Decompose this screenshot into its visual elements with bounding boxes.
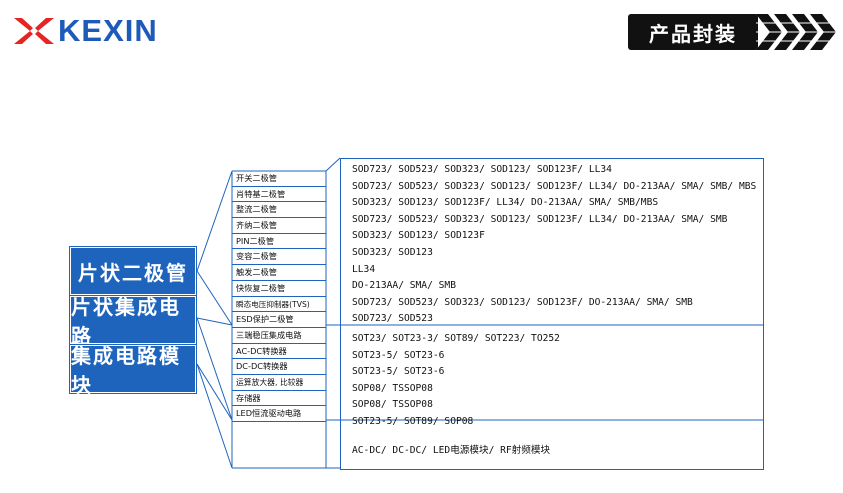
product-name: DC-DC转换器	[232, 359, 326, 375]
package-box	[340, 158, 764, 470]
product-name: 开关二极管	[232, 171, 326, 187]
package-entry: SOD723/ SOD523	[352, 313, 433, 325]
category-chip-ic: 片状集成电路	[71, 295, 195, 348]
module-package-entry: AC-DC/ DC-DC/ LED电源模块/ RF射频模块	[352, 445, 551, 456]
package-entry: SOD723/ SOD523/ SOD323/ SOD123/ SOD123F/…	[352, 164, 612, 175]
package-entry: SOP08/ TSSOP08	[352, 399, 433, 411]
category-chip-diode: 片状二极管	[71, 248, 195, 294]
product-name-list: 开关二极管 肖特基二极管 整流二极管 齐纳二极管 PIN二极管 变容二极管 触发…	[232, 171, 326, 422]
product-name: 变容二极管	[232, 249, 326, 266]
category-frame-3	[69, 344, 197, 394]
package-entry: SOD323/ SOD123	[352, 246, 433, 258]
product-name: 齐纳二极管	[232, 218, 326, 234]
kexin-logo: KEXIN	[14, 13, 158, 48]
package-entry: SOP08/ TSSOP08	[352, 382, 433, 394]
product-name: 三端稳压集成电路	[232, 328, 326, 344]
package-entry: SOT23-5/ SOT23-6	[352, 366, 445, 378]
package-entry: LL34	[352, 263, 376, 275]
chevrons-decoration-icon	[756, 14, 836, 50]
kexin-x-icon	[14, 18, 54, 44]
package-entry: SOD723/ SOD523/ SOD323/ SOD123/ SOD123F/…	[352, 180, 757, 192]
section-title-badge: 产品封装	[628, 14, 758, 50]
product-name: ESD保护二极管	[232, 312, 326, 328]
product-name: AC-DC转换器	[232, 344, 326, 360]
product-name: 瞬态电压抑制器(TVS)	[232, 297, 326, 313]
package-entry: SOD723/ SOD523/ SOD323/ SOD123/ SOD123F/…	[352, 296, 693, 308]
product-name: 快恢复二极管	[232, 281, 326, 297]
package-entry: SOD723/ SOD523/ SOD323/ SOD123/ SOD123F/…	[352, 213, 728, 225]
package-entry: DO-213AA/ SMA/ SMB	[352, 280, 456, 292]
product-name: 整流二极管	[232, 202, 326, 219]
package-entry: SOT23-5/ SOT89/ SOP08	[352, 415, 474, 427]
product-name: LED恒流驱动电路	[232, 406, 326, 422]
package-entry: SOD323/ SOD123/ SOD123F/ LL34/ DO-213AA/…	[352, 197, 659, 209]
product-name: 肖特基二极管	[232, 187, 326, 203]
package-entry: SOT23/ SOT23-3/ SOT89/ SOT223/ TO252	[352, 332, 560, 344]
logo-text: KEXIN	[58, 13, 158, 48]
package-entry: SOD323/ SOD123/ SOD123F	[352, 230, 485, 242]
package-entry: SOT23-5/ SOT23-6	[352, 349, 445, 361]
product-name: PIN二极管	[232, 234, 326, 250]
package-list: SOD723/ SOD523/ SOD323/ SOD123/ SOD123F/…	[352, 162, 762, 431]
product-name: 运算放大器, 比较器	[232, 375, 326, 391]
product-name: 触发二极管	[232, 265, 326, 281]
category-ic-module: 集成电路模块	[71, 344, 195, 397]
product-name: 存储器	[232, 391, 326, 407]
